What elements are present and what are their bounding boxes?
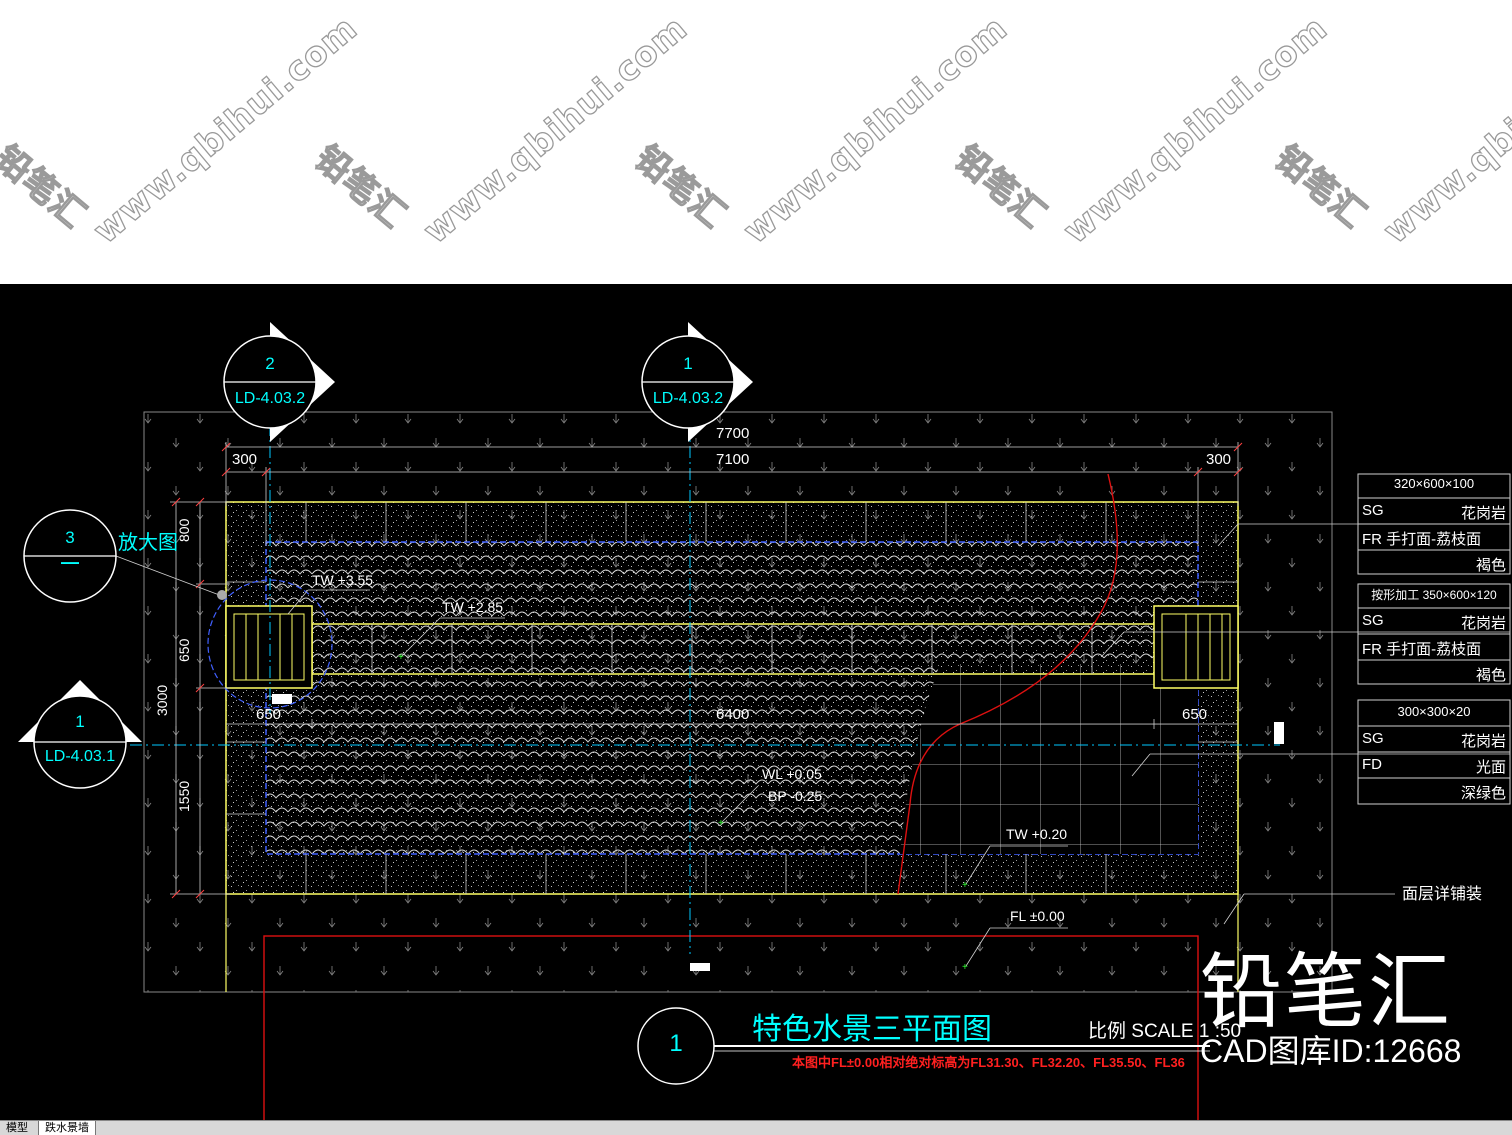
brand-id: CAD图库ID:12668 (1200, 1033, 1462, 1069)
layout-tab-bar: 模型 跌水景墙 (0, 1120, 1512, 1135)
watermark-text: www.qbihui.com (85, 8, 366, 253)
central-wall (311, 623, 1157, 675)
watermark-text: www.qbihui.com (735, 8, 1016, 253)
watermark-text: 铅笔汇 (1267, 137, 1374, 237)
callout-1-left (18, 680, 142, 789)
red-boundary-curve (897, 473, 1118, 895)
paving-grid (900, 664, 1198, 854)
brand-overlay: 铅笔汇 CAD图库ID:12668 (1200, 945, 1462, 1069)
left-end-block (225, 605, 313, 704)
svg-text:+: + (398, 652, 404, 663)
watermark-text: www.qbihui.com (415, 8, 696, 253)
svg-text:+: + (718, 818, 724, 829)
watermark-text: www.qbihui.com (1055, 8, 1336, 253)
detail-circle (207, 579, 333, 709)
watermark-text: 铅笔汇 (0, 137, 94, 237)
svg-text:+: + (962, 962, 968, 973)
watermark-band: 铅笔汇 www.qbihui.com 铅笔汇 www.qbihui.com 铅笔… (0, 0, 1512, 284)
red-lower-boundary (263, 935, 1199, 1120)
tab-layout[interactable]: 跌水景墙 (38, 1121, 96, 1135)
watermark-text: www.qbihui.com (1375, 8, 1512, 253)
title-bubble (637, 1007, 715, 1085)
callout-1-top (641, 322, 753, 442)
right-end-block (1153, 605, 1284, 744)
watermark-text: 铅笔汇 (307, 137, 414, 237)
brand-logo: 铅笔汇 (1200, 945, 1453, 1040)
watermark-text: 铅笔汇 (627, 137, 734, 237)
cad-drawing: + + + + (18, 322, 1511, 1120)
watermark-text: 铅笔汇 (947, 137, 1054, 237)
callout-2 (223, 322, 335, 442)
tab-model[interactable]: 模型 (6, 1121, 28, 1134)
material-table (1357, 473, 1511, 805)
callout-3 (23, 509, 227, 603)
cad-drawing-canvas[interactable]: + + + + 2 LD-4.03.2 1 LD-4.03.2 1 LD-4.0… (0, 284, 1512, 1120)
svg-text:+: + (962, 880, 968, 891)
